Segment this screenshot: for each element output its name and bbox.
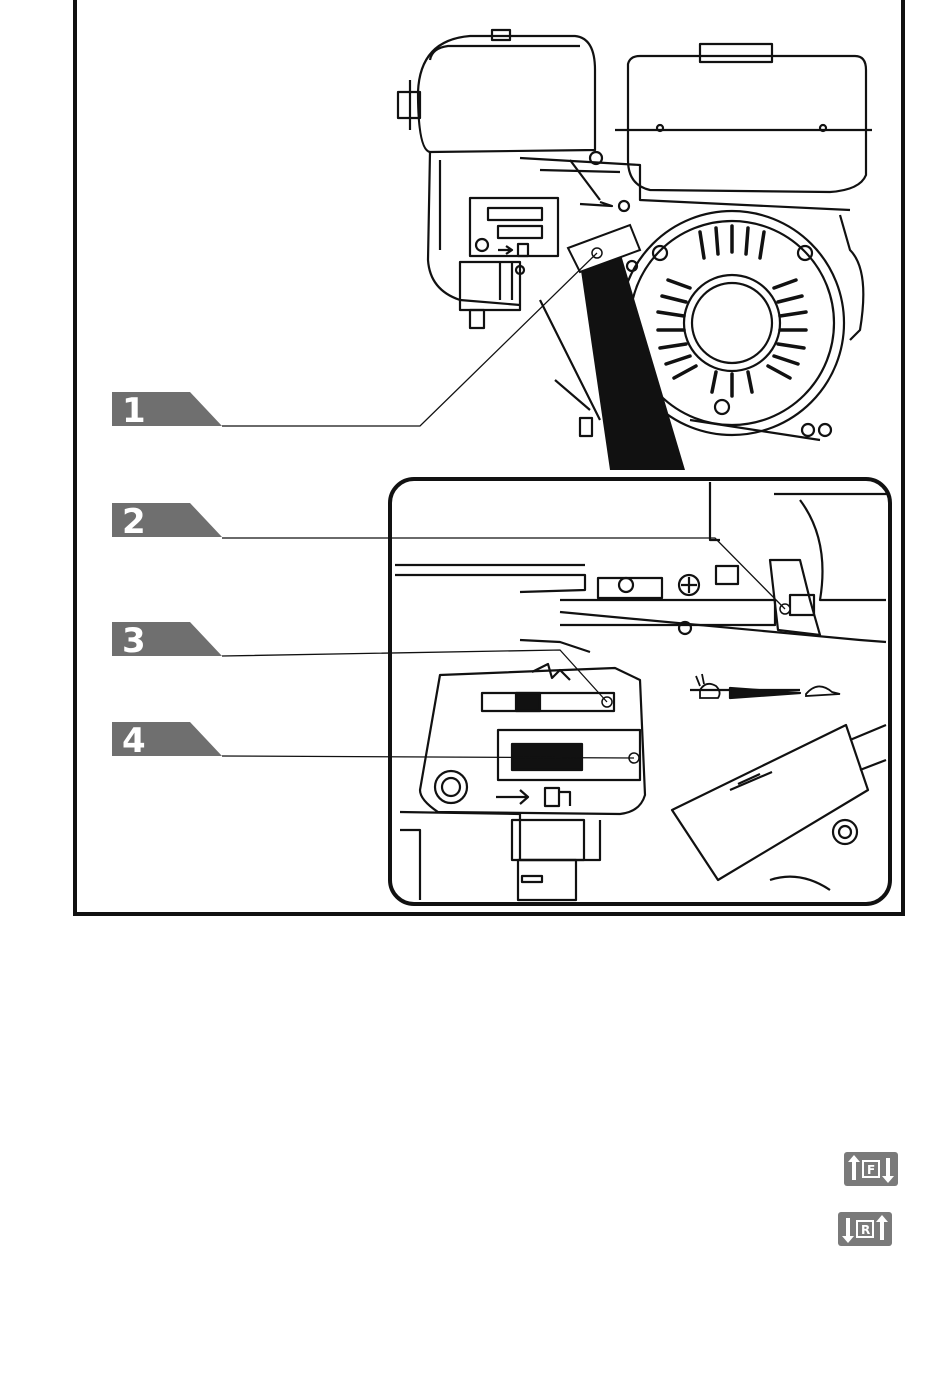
icon-letter: R bbox=[861, 1223, 870, 1237]
callout-label: 3 bbox=[122, 621, 146, 661]
callout-2: 2 bbox=[112, 502, 222, 542]
callout-label: 2 bbox=[122, 502, 146, 542]
callout-3: 3 bbox=[112, 621, 222, 661]
callout-1: 1 bbox=[112, 391, 222, 431]
rotate-forward-icon: F bbox=[844, 1152, 898, 1186]
rotate-reverse-icon: R bbox=[838, 1212, 892, 1246]
icon-letter: F bbox=[867, 1163, 875, 1177]
leader-line-1 bbox=[222, 253, 597, 426]
callout-label: 4 bbox=[122, 721, 146, 761]
callout-label: 1 bbox=[122, 391, 146, 431]
callout-4: 4 bbox=[112, 721, 222, 761]
